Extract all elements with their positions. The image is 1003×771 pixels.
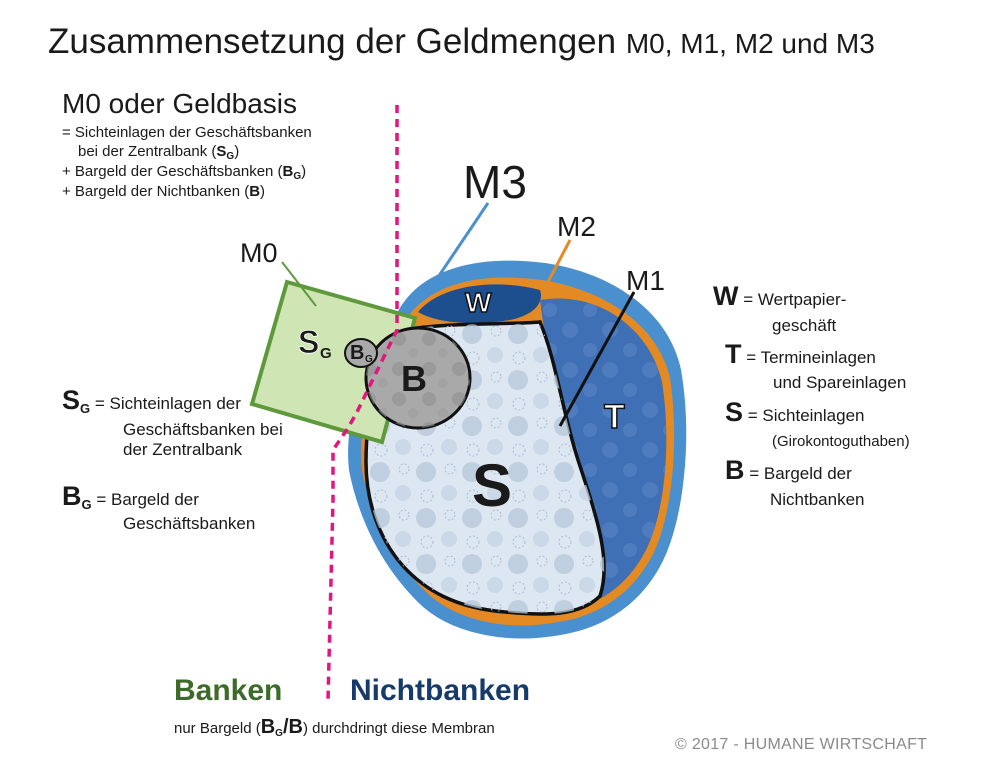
m1-label: M1 xyxy=(626,265,665,296)
m0-label: M0 xyxy=(240,238,278,268)
banken-label: Banken xyxy=(174,674,283,707)
bg-circle xyxy=(344,338,378,368)
sg-label-sub: G xyxy=(320,345,332,362)
legend-sg-line2: Geschäftsbanken bei xyxy=(123,420,283,439)
bg-label: B xyxy=(350,342,364,364)
w-area xyxy=(418,284,541,324)
m2-pointer xyxy=(546,239,572,283)
membrane-line xyxy=(326,105,399,701)
m1-pointer xyxy=(558,291,636,427)
m0-def-line4: + Bargeld der Nichtbanken (B) xyxy=(62,183,266,200)
m0-pointer xyxy=(281,261,317,307)
bg-label-sub: G xyxy=(365,354,373,365)
legend-b-line2: Nichtbanken xyxy=(770,490,865,509)
legend-sg: SG = Sichteinlagen der xyxy=(62,385,241,417)
m0-def-line2: bei der Zentralbank (SG) xyxy=(78,143,240,162)
copyright: © 2017 - HUMANE WIRTSCHAFT xyxy=(675,736,928,753)
legend-t-line2: und Spareinlagen xyxy=(773,373,907,392)
legend-w: W = Wertpapier- xyxy=(713,281,847,311)
m0-heading: M0 oder Geldbasis xyxy=(62,88,298,119)
m3-pointer xyxy=(426,202,490,293)
legend-b: B = Bargeld der xyxy=(725,455,852,485)
m2-label: M2 xyxy=(557,211,596,242)
legend-bg-line2: Geschäftsbanken xyxy=(123,514,256,533)
diagram-title: Zusammensetzung der Geldmengen M0, M1, M… xyxy=(48,22,875,62)
legend-sg-line3: der Zentralbank xyxy=(123,440,243,459)
sg-label: S xyxy=(298,324,319,360)
membrane-caption: nur Bargeld (BG/B) durchdringt diese Mem… xyxy=(174,716,495,739)
m3-label: M3 xyxy=(463,156,527,208)
m0-def-line1: = Sichteinlagen der Geschäftsbanken xyxy=(62,124,312,141)
m0-def-line3: + Bargeld der Geschäftsbanken (BG) xyxy=(62,163,307,182)
legend-bg: BG = Bargeld der xyxy=(62,481,199,513)
legend-s-line2: (Girokontoguthaben) xyxy=(772,433,910,450)
title-sub: M0, M1, M2 und M3 xyxy=(625,28,875,59)
b-label: B xyxy=(401,358,427,399)
legend-w-line2: geschäft xyxy=(772,316,837,335)
legend-t: T = Termineinlagen xyxy=(725,339,876,369)
w-label: W xyxy=(465,287,492,318)
title-main: Zusammensetzung der Geldmengen xyxy=(48,22,617,61)
t-label: T xyxy=(604,398,625,436)
legend-s: S = Sichteinlagen xyxy=(725,397,865,427)
nichtbanken-label: Nichtbanken xyxy=(350,674,531,707)
s-label: S xyxy=(472,452,512,519)
